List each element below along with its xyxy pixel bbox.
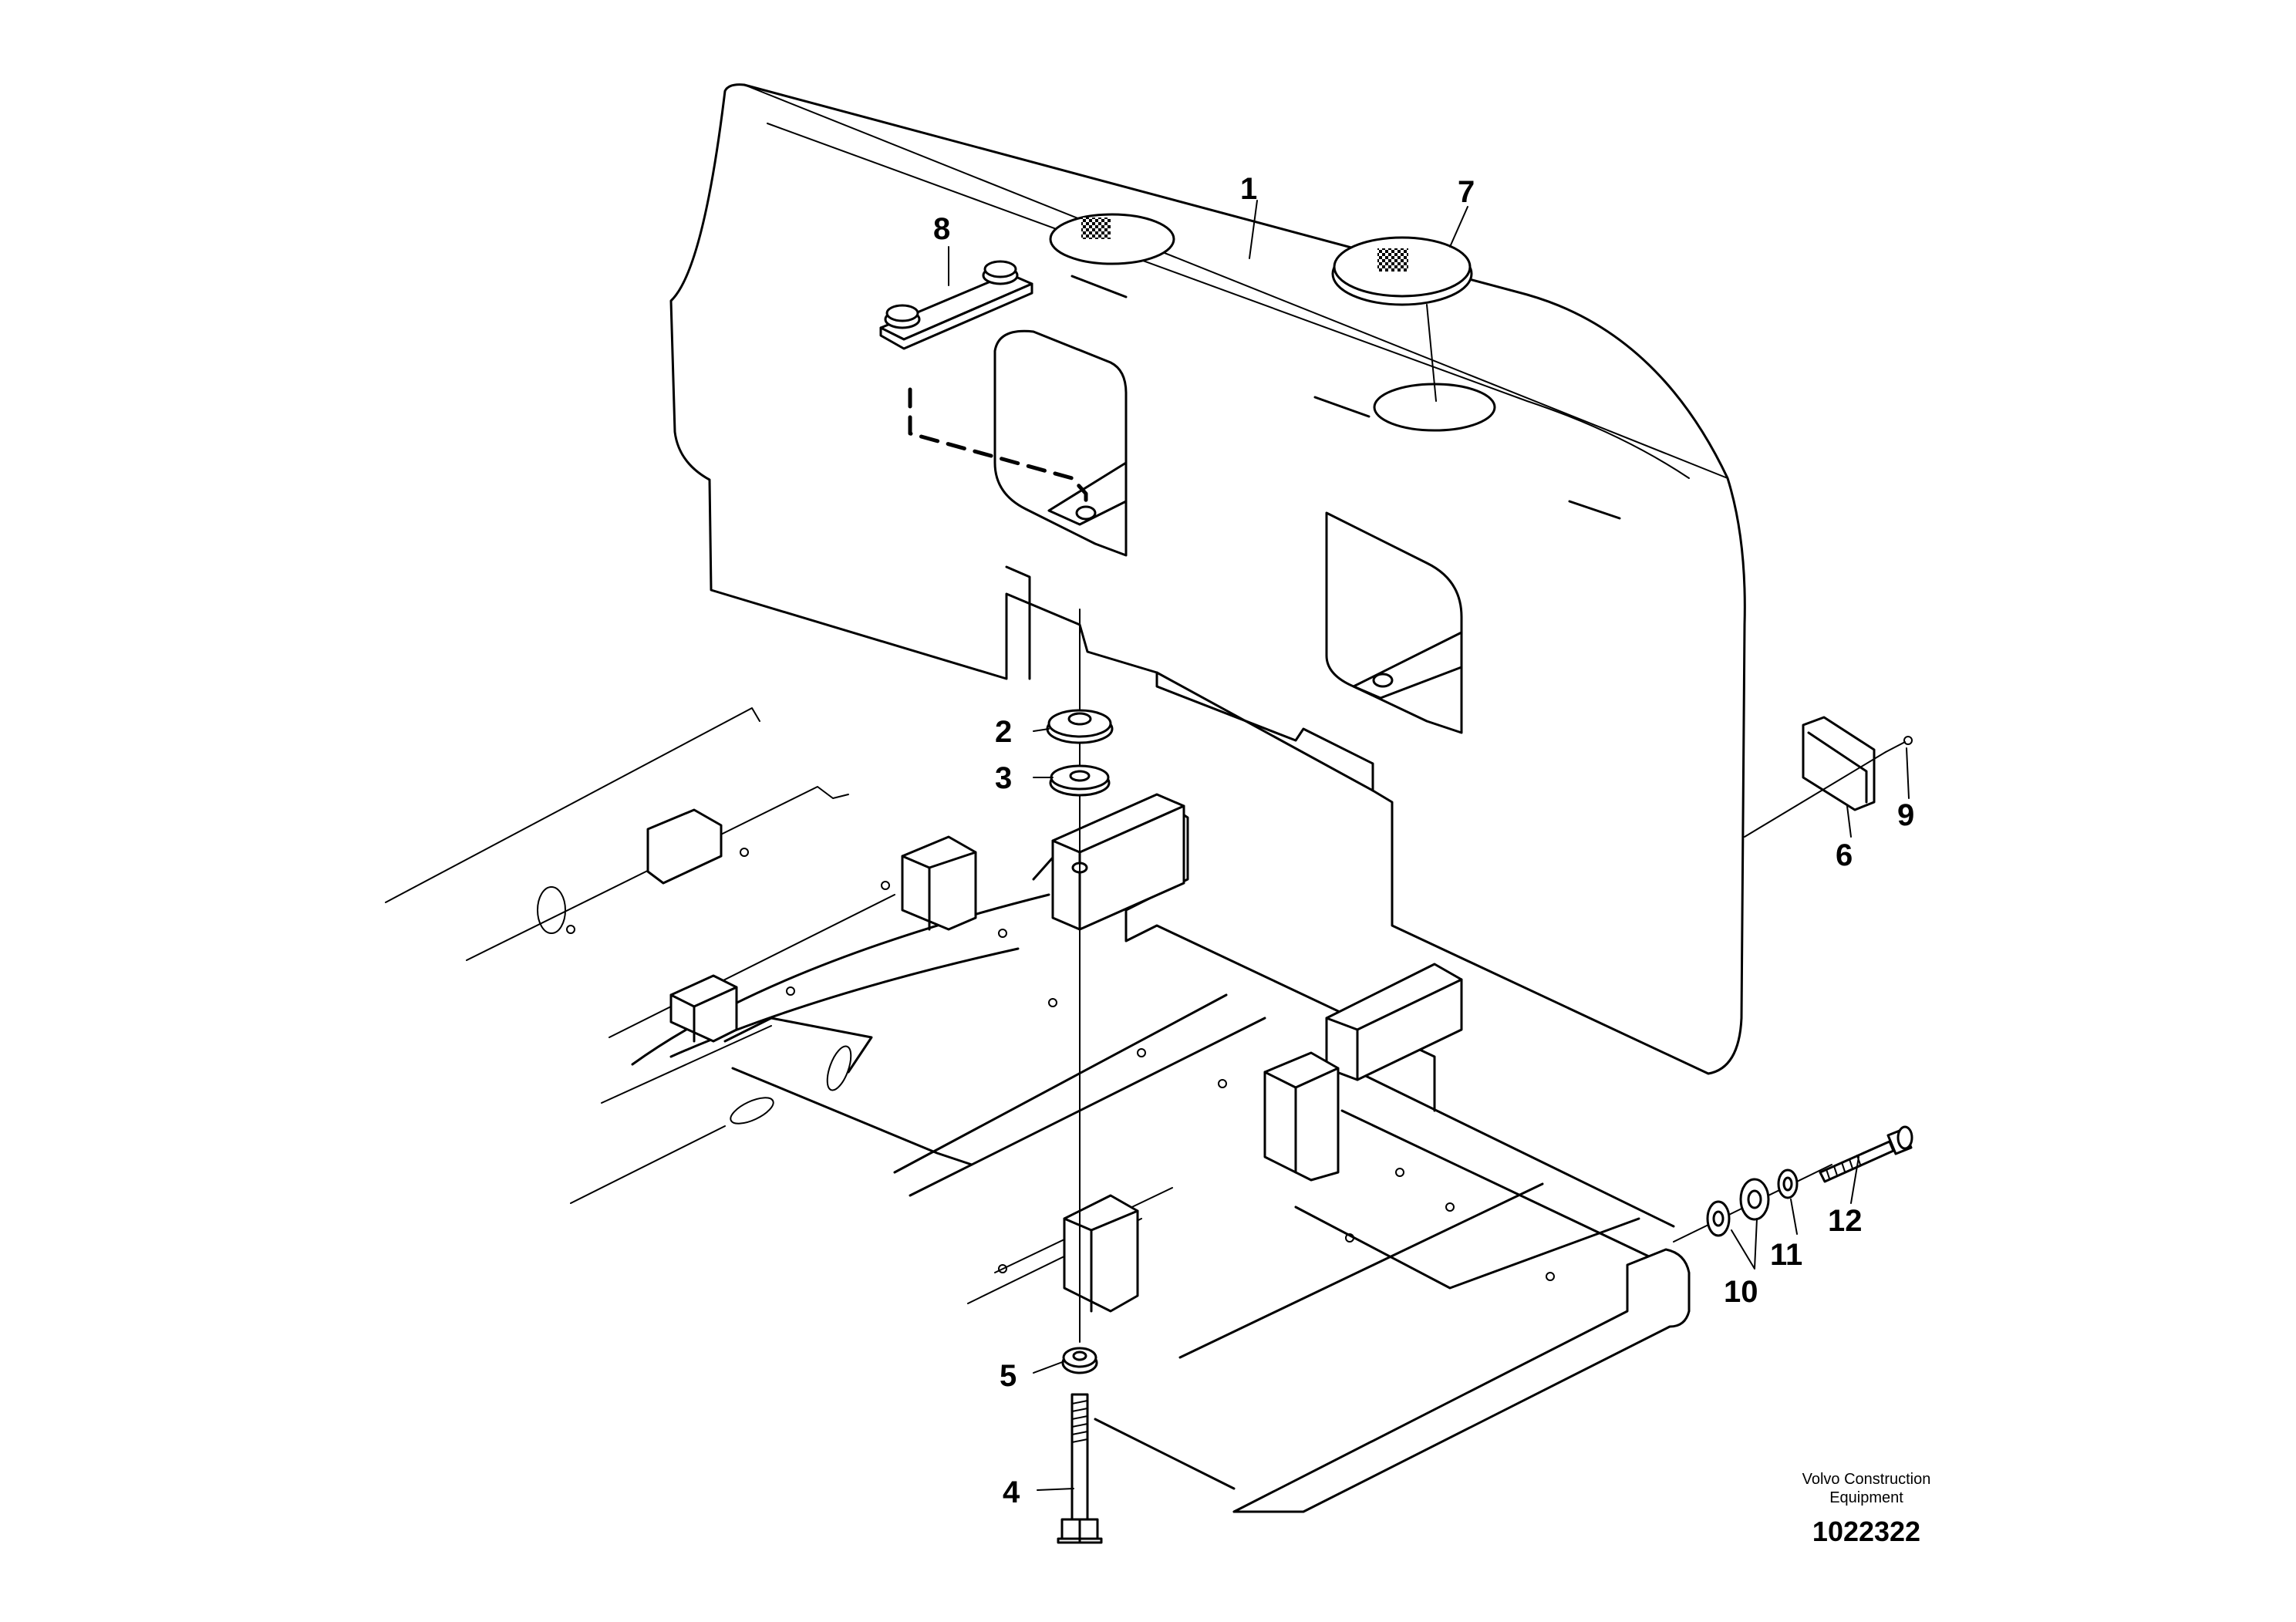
document-number: 1022322 <box>1812 1516 1920 1547</box>
part-6-reflector <box>1744 716 1886 838</box>
part-10-washers <box>1706 1178 1770 1237</box>
part-5-washer <box>1061 1347 1098 1374</box>
brand-line-2: Equipment <box>1829 1489 1903 1506</box>
part-8-plate <box>879 260 1033 350</box>
mount-hole-right <box>1372 673 1394 688</box>
callout-1: 1 <box>1240 172 1257 206</box>
part-4-bolt <box>1057 1393 1103 1544</box>
part-2-split-washer <box>1046 709 1114 744</box>
callout-10: 10 <box>1724 1275 1758 1309</box>
mount-hole-left <box>1075 505 1097 521</box>
top-slot-mesh <box>1081 218 1111 239</box>
callout-7: 7 <box>1458 175 1475 209</box>
leader-lines <box>948 200 1910 1491</box>
callout-2: 2 <box>995 715 1012 749</box>
part-11-washer <box>1777 1168 1799 1199</box>
part-3-washer <box>1049 764 1111 797</box>
callout-9: 9 <box>1897 798 1914 832</box>
title-block: Volvo Construction Equipment 1022322 <box>1802 1471 1931 1547</box>
top-slot-left <box>1049 213 1175 265</box>
part-7-cap <box>1331 236 1473 402</box>
callouts: 1 2 3 4 5 6 7 8 9 10 11 12 <box>933 172 1914 1509</box>
part-12-bolt <box>1819 1125 1913 1183</box>
callout-11: 11 <box>1770 1238 1802 1272</box>
bolt-stack <box>1046 609 1114 1544</box>
callout-12: 12 <box>1828 1204 1863 1238</box>
brand-line-1: Volvo Construction <box>1802 1471 1931 1488</box>
upper-frame <box>385 707 1691 1513</box>
callout-3: 3 <box>995 761 1012 795</box>
callout-6: 6 <box>1836 838 1853 872</box>
side-bolt-set <box>1673 1125 1913 1243</box>
part-9-screw <box>1885 736 1913 753</box>
callout-8: 8 <box>933 212 950 246</box>
callout-5: 5 <box>1000 1359 1017 1393</box>
frame-bolts <box>566 848 1555 1281</box>
callout-4: 4 <box>1003 1475 1020 1509</box>
